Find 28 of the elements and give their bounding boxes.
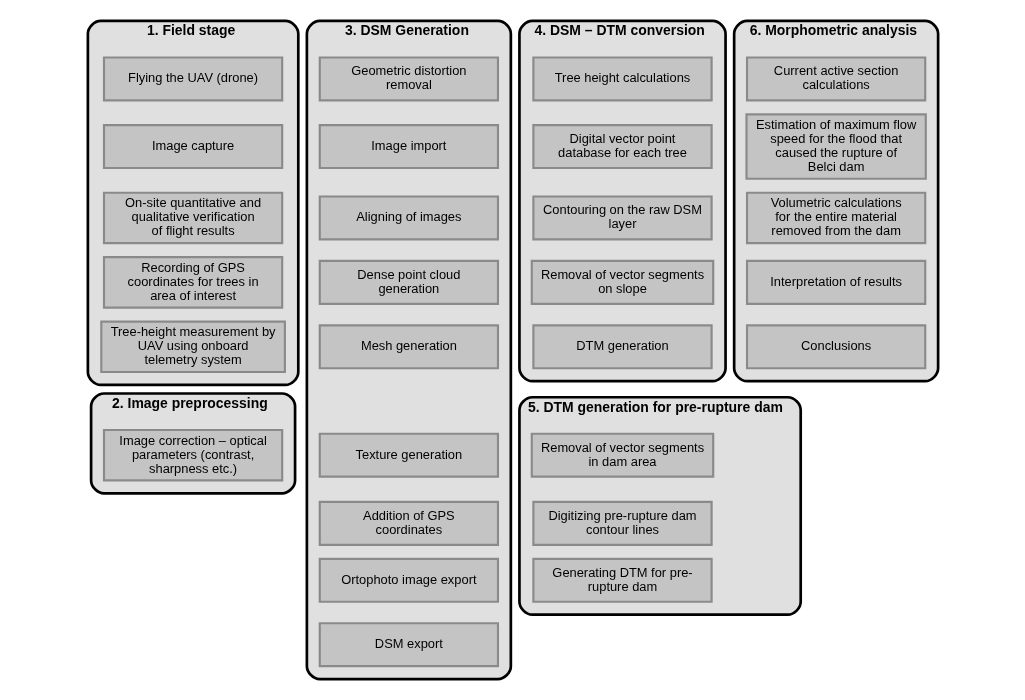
node-box: Image import bbox=[318, 124, 499, 170]
node-box: Conclusions bbox=[745, 324, 926, 370]
node-box: DSM export bbox=[318, 622, 499, 668]
node-box: Texture generation bbox=[318, 432, 499, 478]
node-box: Digitizing pre-rupture dam contour lines bbox=[531, 500, 713, 546]
node-box: Interpretation of results bbox=[745, 259, 926, 305]
node-box: Tree-height measurement by UAV using onboard telemetry system bbox=[99, 320, 286, 374]
node-box: Contouring on the raw DSM layer bbox=[531, 195, 713, 241]
node-box: Ortophoto image export bbox=[318, 557, 499, 603]
node-box: Removal of vector segments in dam area bbox=[530, 432, 714, 478]
node-box: Image capture bbox=[102, 124, 283, 170]
node-box: DTM generation bbox=[531, 324, 713, 370]
node-box: Dense point cloud generation bbox=[318, 259, 499, 305]
node-box: Mesh generation bbox=[318, 324, 499, 370]
node-box: Digital vector point database for each tree bbox=[531, 124, 713, 170]
node-box: Addition of GPS coordinates bbox=[318, 500, 499, 546]
node-box: On-site quantitative and qualitative verification of flight results bbox=[102, 191, 283, 245]
node-box: Geometric distortion removal bbox=[318, 56, 499, 102]
node-box: Volumetric calculations for the entire material removed from the dam bbox=[745, 191, 926, 245]
node-box: Estimation of maximum flow speed for the flood that caused the rupture of Belci dam bbox=[744, 113, 927, 180]
node-box: Current active section calculations bbox=[745, 56, 926, 102]
node-box: Recording of GPS coordinates for trees in area of interest bbox=[102, 256, 283, 309]
node-box: Aligning of images bbox=[318, 195, 499, 241]
node-box: Tree height calculations bbox=[531, 56, 713, 102]
node-box: Image correction – optical parameters (contrast, sharpness etc.) bbox=[102, 428, 283, 482]
node-box: Flying the UAV (drone) bbox=[102, 56, 283, 102]
node-box: Generating DTM for pre-rupture dam bbox=[531, 557, 713, 603]
node-box: Removal of vector segments on slope bbox=[530, 259, 714, 305]
